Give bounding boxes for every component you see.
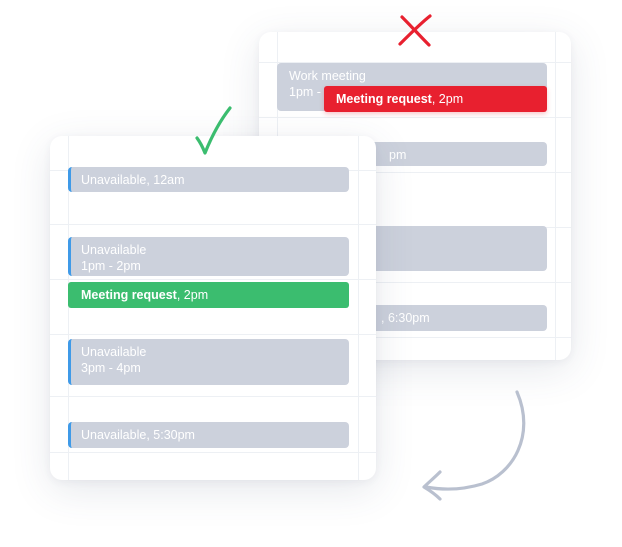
calendar-event-unavailable[interactable]: Unavailable, 5:30pm (68, 422, 349, 448)
calendar-event-unavailable[interactable]: Unavailable 1pm - 2pm (68, 237, 349, 276)
grid-line (68, 136, 69, 480)
event-title: Unavailable (81, 428, 147, 442)
cross-icon (398, 14, 432, 47)
calendar-event-unavailable[interactable]: Unavailable, 12am (68, 167, 349, 192)
meeting-request-conflict[interactable]: Meeting request, 2pm (324, 86, 547, 112)
grid-line (50, 279, 376, 280)
grid-line (50, 396, 376, 397)
event-time: , 6:30pm (381, 311, 430, 325)
event-time: 1pm - 2pm (81, 259, 141, 273)
available-calendar-card: Unavailable, 12am Unavailable 1pm - 2pm … (50, 136, 376, 480)
event-title: Work meeting (289, 69, 366, 83)
grid-line (555, 32, 556, 360)
grid-line (259, 337, 571, 338)
grid-line (259, 62, 571, 63)
event-time: 3pm - 4pm (81, 361, 141, 375)
grid-line (50, 224, 376, 225)
event-title: Unavailable (81, 173, 147, 187)
grid-line (50, 334, 376, 335)
event-time: , 2pm (176, 288, 209, 302)
event-title: Meeting request (81, 288, 177, 302)
event-title: Unavailable (81, 243, 147, 257)
curved-arrow-icon (422, 390, 526, 501)
event-title: Unavailable (81, 345, 147, 359)
check-icon (195, 106, 232, 155)
calendar-event-unavailable[interactable]: Unavailable 3pm - 4pm (68, 339, 349, 385)
event-time: 1pm - (289, 85, 321, 99)
event-time: pm (389, 148, 407, 162)
grid-line (259, 117, 571, 118)
event-title: Meeting request (336, 92, 432, 106)
meeting-request-available[interactable]: Meeting request, 2pm (68, 282, 349, 308)
grid-line (358, 136, 359, 480)
grid-line (259, 282, 571, 283)
event-time: , 5:30pm (146, 428, 195, 442)
event-time: , 2pm (431, 92, 464, 106)
event-time: , 12am (146, 173, 185, 187)
grid-line (50, 452, 376, 453)
grid-line (259, 172, 571, 173)
